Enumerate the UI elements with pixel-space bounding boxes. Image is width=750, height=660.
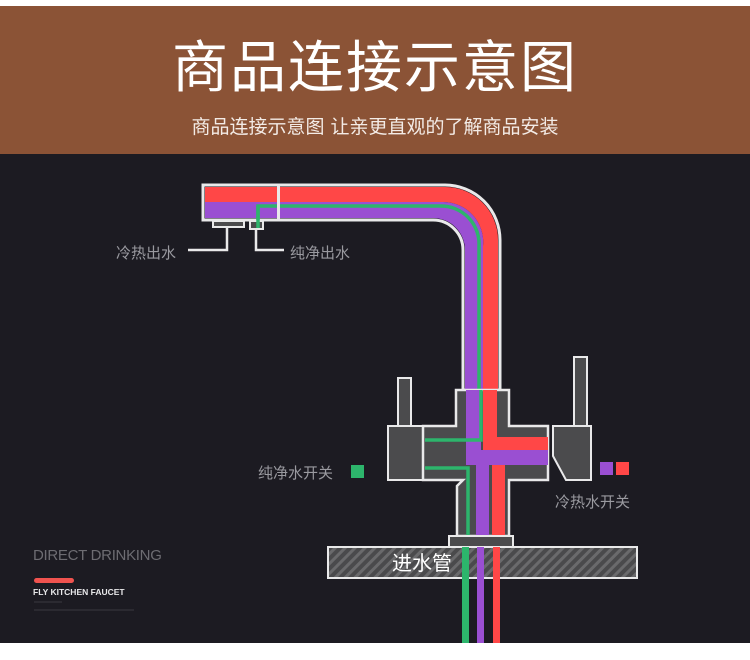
leader-line [188,227,229,252]
cold-water-channel [205,201,484,400]
header-banner: 商品连接示意图 商品连接示意图 让亲更直观的了解商品安装 [0,6,750,154]
diagram-area: 进水管 冷热出水 纯净出水 纯净水开关 冷热水开关 DIRECT DRINKIN… [0,154,750,643]
faucet-diagram: 进水管 冷热出水 纯净出水 纯净水开关 冷热水开关 [116,183,638,643]
spout-outline [201,183,502,392]
inlet-label: 进水管 [392,551,452,575]
hot-inlet-pipe [493,547,500,643]
right-lever [573,356,588,427]
hot-branch [483,437,548,451]
pure-outlet-label: 纯净出水 [290,244,350,262]
pure-switch-handle [387,425,426,481]
pure-inlet-pipe [462,547,469,643]
brand-accent-bar [34,578,74,583]
cold-inlet-pipe [477,547,484,643]
faint-caption-line [34,601,62,603]
page-subtitle: 商品连接示意图 让亲更直观的了解商品安装 [191,116,559,138]
legend-pure-square [351,465,364,478]
faucet-base [448,535,514,548]
hot-water-channel [205,187,498,400]
brand-title: DIRECT DRINKING [33,547,162,564]
leader-line [254,229,284,252]
brand-subtitle: FLY KITCHEN FAUCET [33,587,125,597]
pure-water-channel [256,204,481,442]
hot-cold-outlet-label: 冷热出水 [116,244,176,262]
legend-cold-square [600,462,613,475]
pure-switch-label: 纯净水开关 [258,464,333,482]
faint-caption-line [34,609,134,611]
legend-hot-square [616,462,629,475]
hot-cold-switch-handle [552,425,592,481]
hot-cold-switch-label: 冷热水开关 [555,493,630,511]
page-title: 商品连接示意图 [172,36,578,101]
aerator [212,220,245,228]
spout-divider [277,184,280,221]
left-lever [397,377,412,427]
cold-branch [466,450,548,465]
